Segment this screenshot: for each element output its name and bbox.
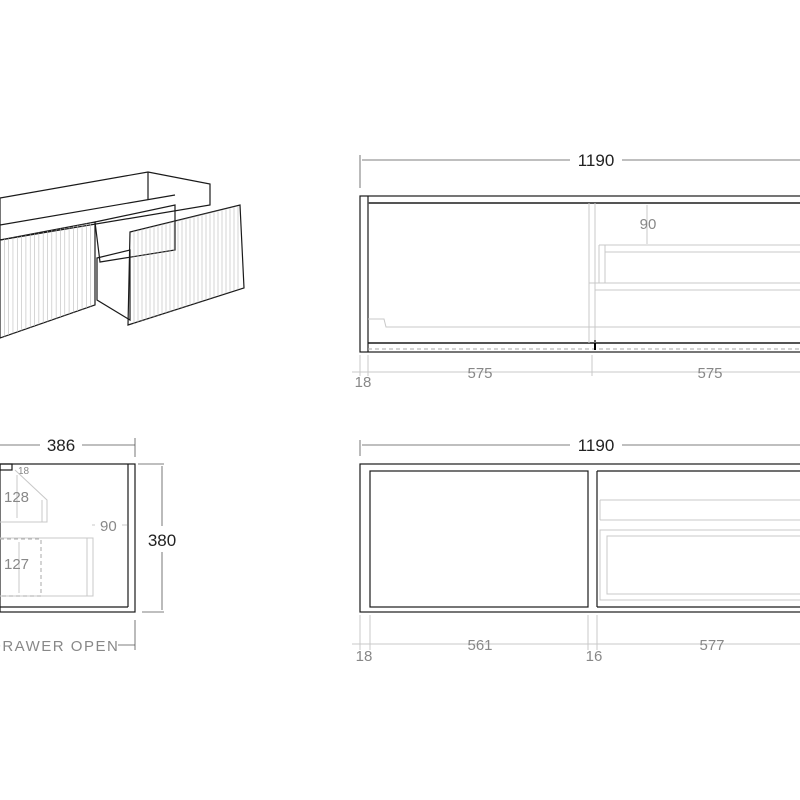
dim-divider: 16 [586,648,603,665]
dim-overall-width-2: 1190 [578,436,615,455]
dim-drawer-offset: 90 [640,216,657,233]
front-view-drawers: 1190 90 18 575 575 [352,151,800,391]
dim-upper-drawer: 128 [4,489,29,506]
dim-panel: 18 [18,466,30,477]
dim-right-width: 575 [697,365,722,382]
dim-overall-width: 1190 [578,151,615,170]
dim-lower-drawer: 127 [4,556,29,573]
dim-depth: 386 [47,436,75,455]
side-view: 386 18 128 90 127 380 DRAWER OPEN [0,436,176,655]
isometric-view [0,171,245,339]
dim-right-inner: 577 [699,637,724,654]
drawer-open-note: DRAWER OPEN [0,638,119,655]
dim-left-width: 575 [467,365,492,382]
dim-side-2: 18 [356,648,373,665]
front-view-open: 1190 18 561 16 577 [352,436,800,665]
dim-side: 18 [355,374,372,391]
dim-offset: 90 [100,518,117,535]
dim-height: 380 [148,531,176,550]
dim-left-inner: 561 [467,637,492,654]
